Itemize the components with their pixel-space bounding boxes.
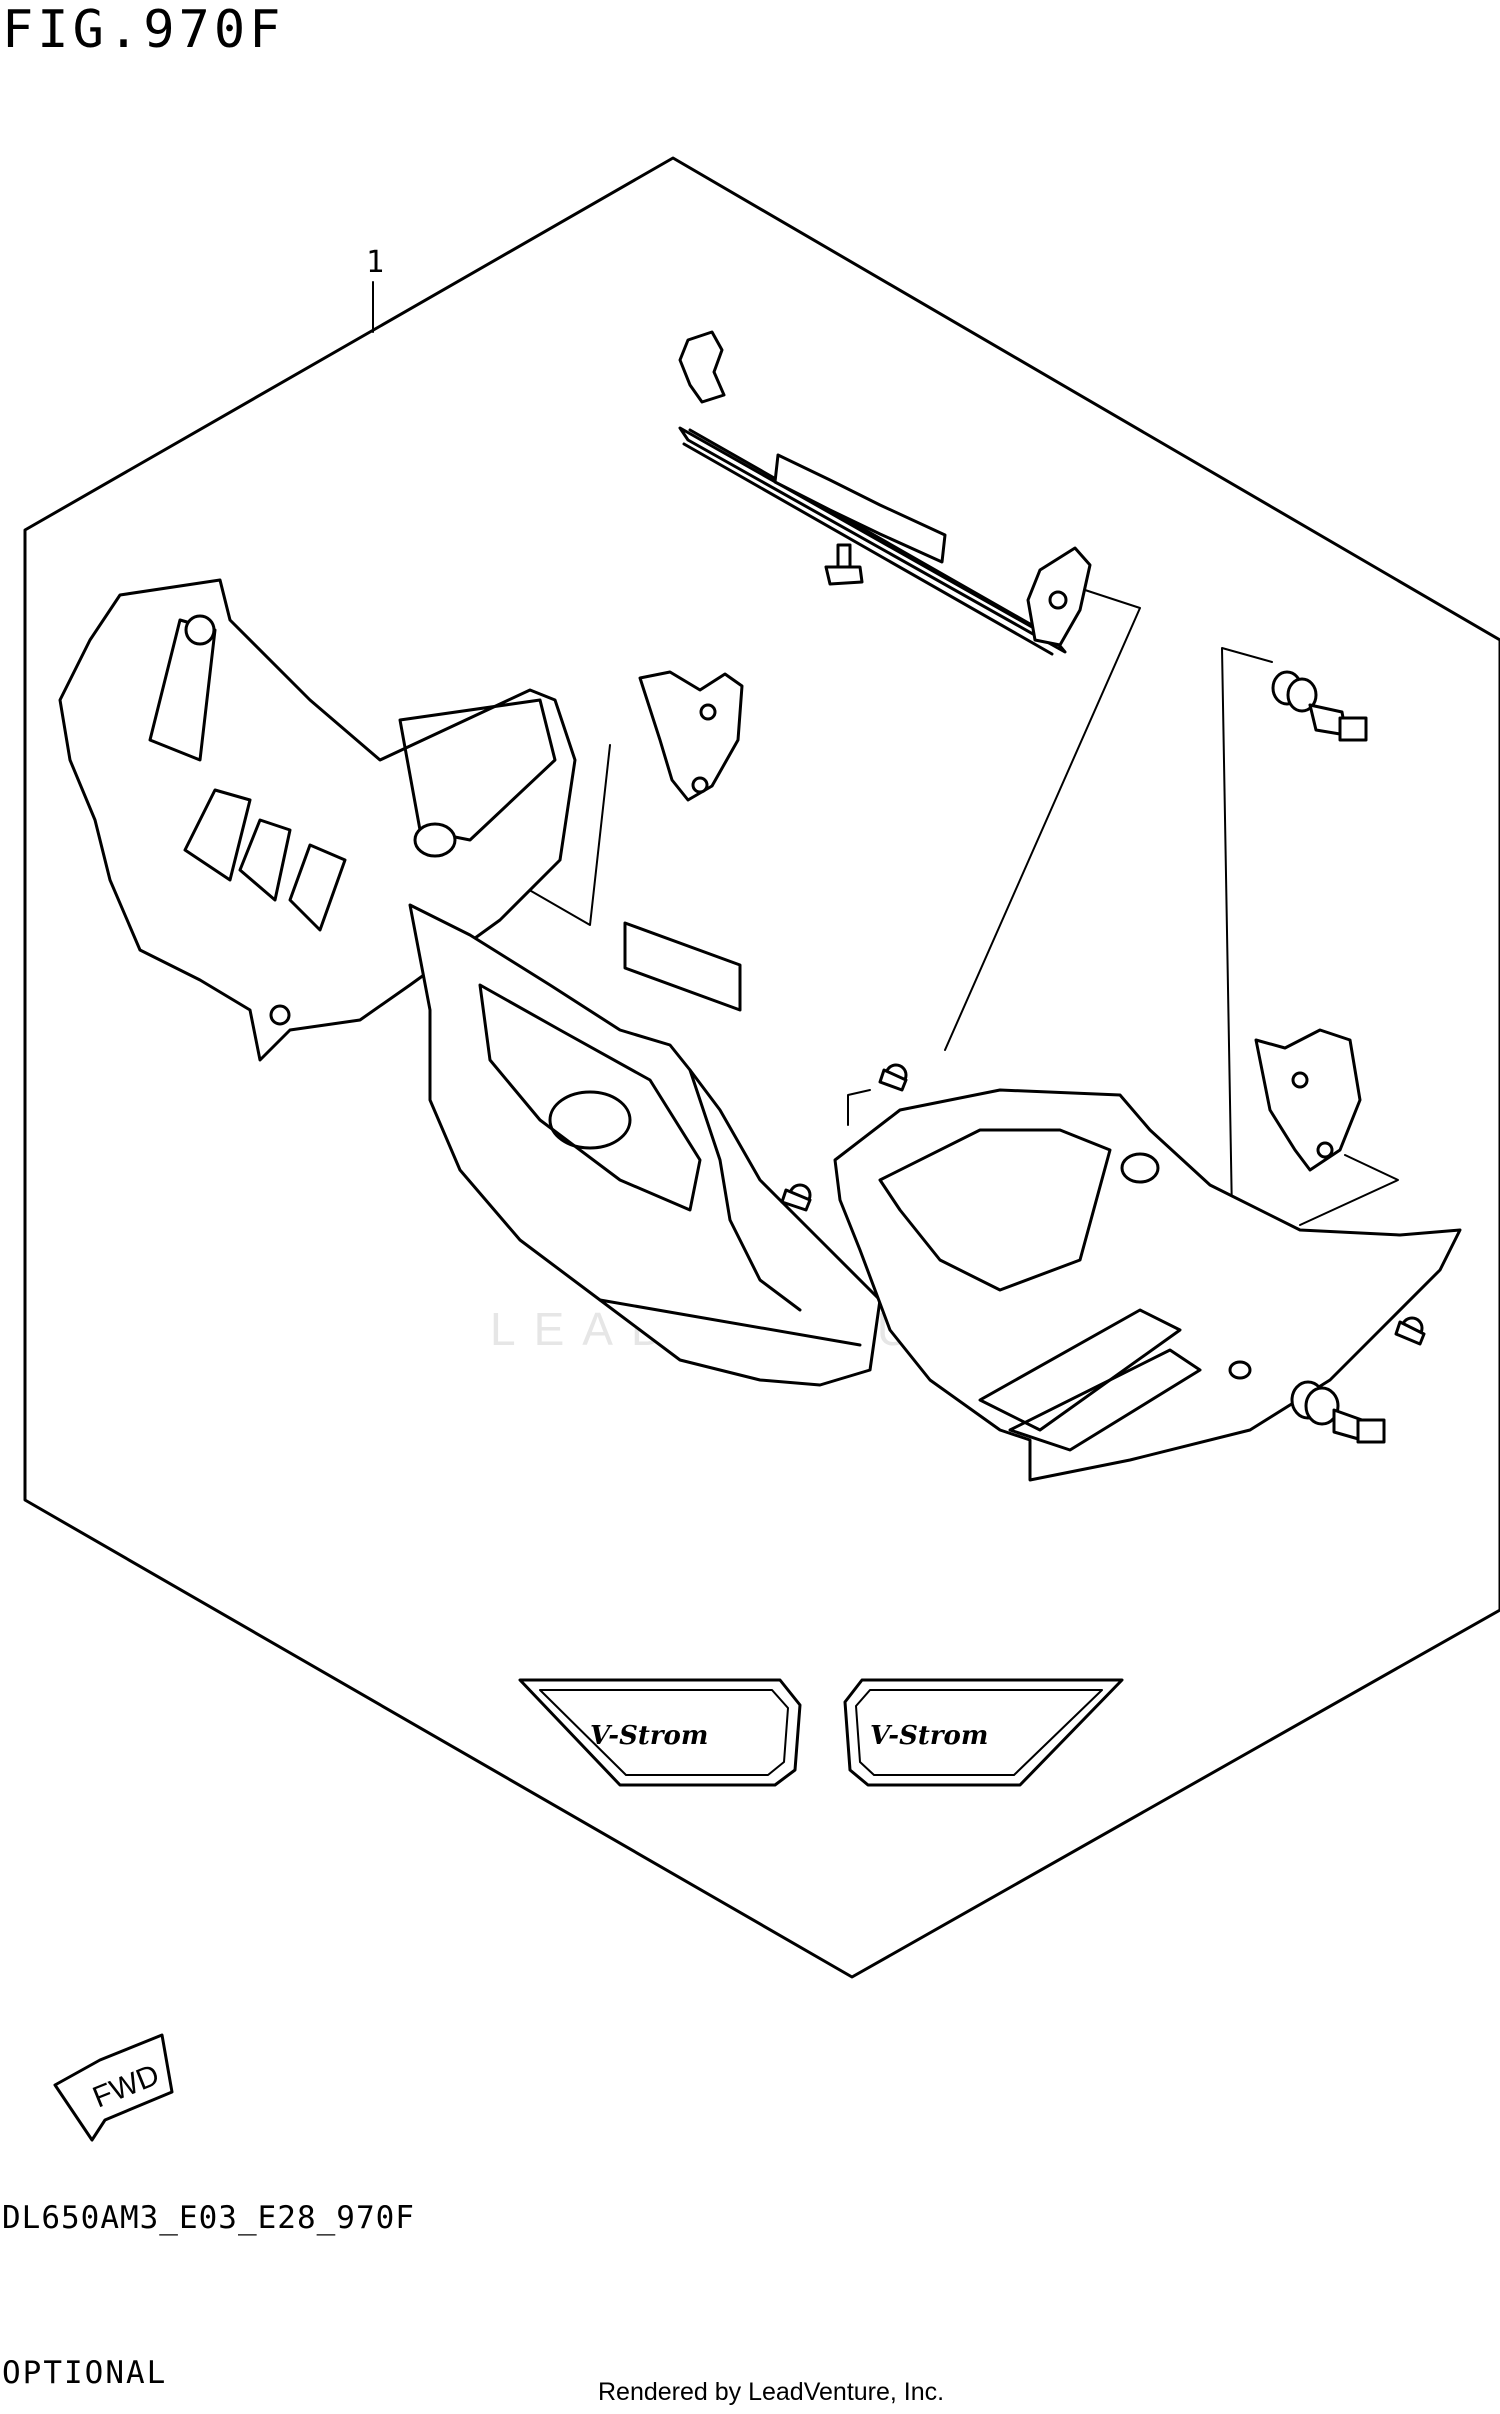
figure-title: FIG.970F [2, 0, 285, 60]
render-credit: Rendered by LeadVenture, Inc. [598, 2378, 945, 2406]
spacer-collar[interactable] [1271, 670, 1368, 742]
bolt-icon[interactable] [824, 543, 864, 586]
screw-icon[interactable] [878, 1063, 908, 1092]
emblem-text: V-Strom [870, 1721, 988, 1751]
leader-line [847, 1089, 871, 1126]
screw-icon[interactable] [1394, 1316, 1426, 1346]
kit-boundary [23, 156, 1500, 1979]
adhesive-pad[interactable] [623, 921, 742, 1012]
emblem-text: V-Strom [590, 1721, 708, 1751]
left-side-bracket[interactable] [638, 670, 744, 802]
section-label: OPTIONAL [2, 2355, 168, 2391]
right-side-bracket[interactable] [1254, 1028, 1362, 1172]
center-engine-guard[interactable] [408, 903, 882, 1387]
leader-line [944, 589, 1141, 1051]
leader-line [1221, 647, 1273, 1216]
callout-1-label[interactable]: 1 [366, 245, 384, 280]
leader-line [1299, 1154, 1399, 1226]
emblem-left[interactable]: V-Strom [518, 1678, 802, 1787]
spacer-collar[interactable] [1290, 1380, 1386, 1444]
diagram-code: DL650AM3_E03_E28_970F [2, 2200, 415, 2236]
emblem-right[interactable]: V-Strom [843, 1678, 1124, 1787]
mounting-bracket[interactable] [678, 330, 1092, 656]
fwd-arrow-icon: FWD [53, 2033, 174, 2142]
screw-icon[interactable] [780, 1183, 812, 1212]
